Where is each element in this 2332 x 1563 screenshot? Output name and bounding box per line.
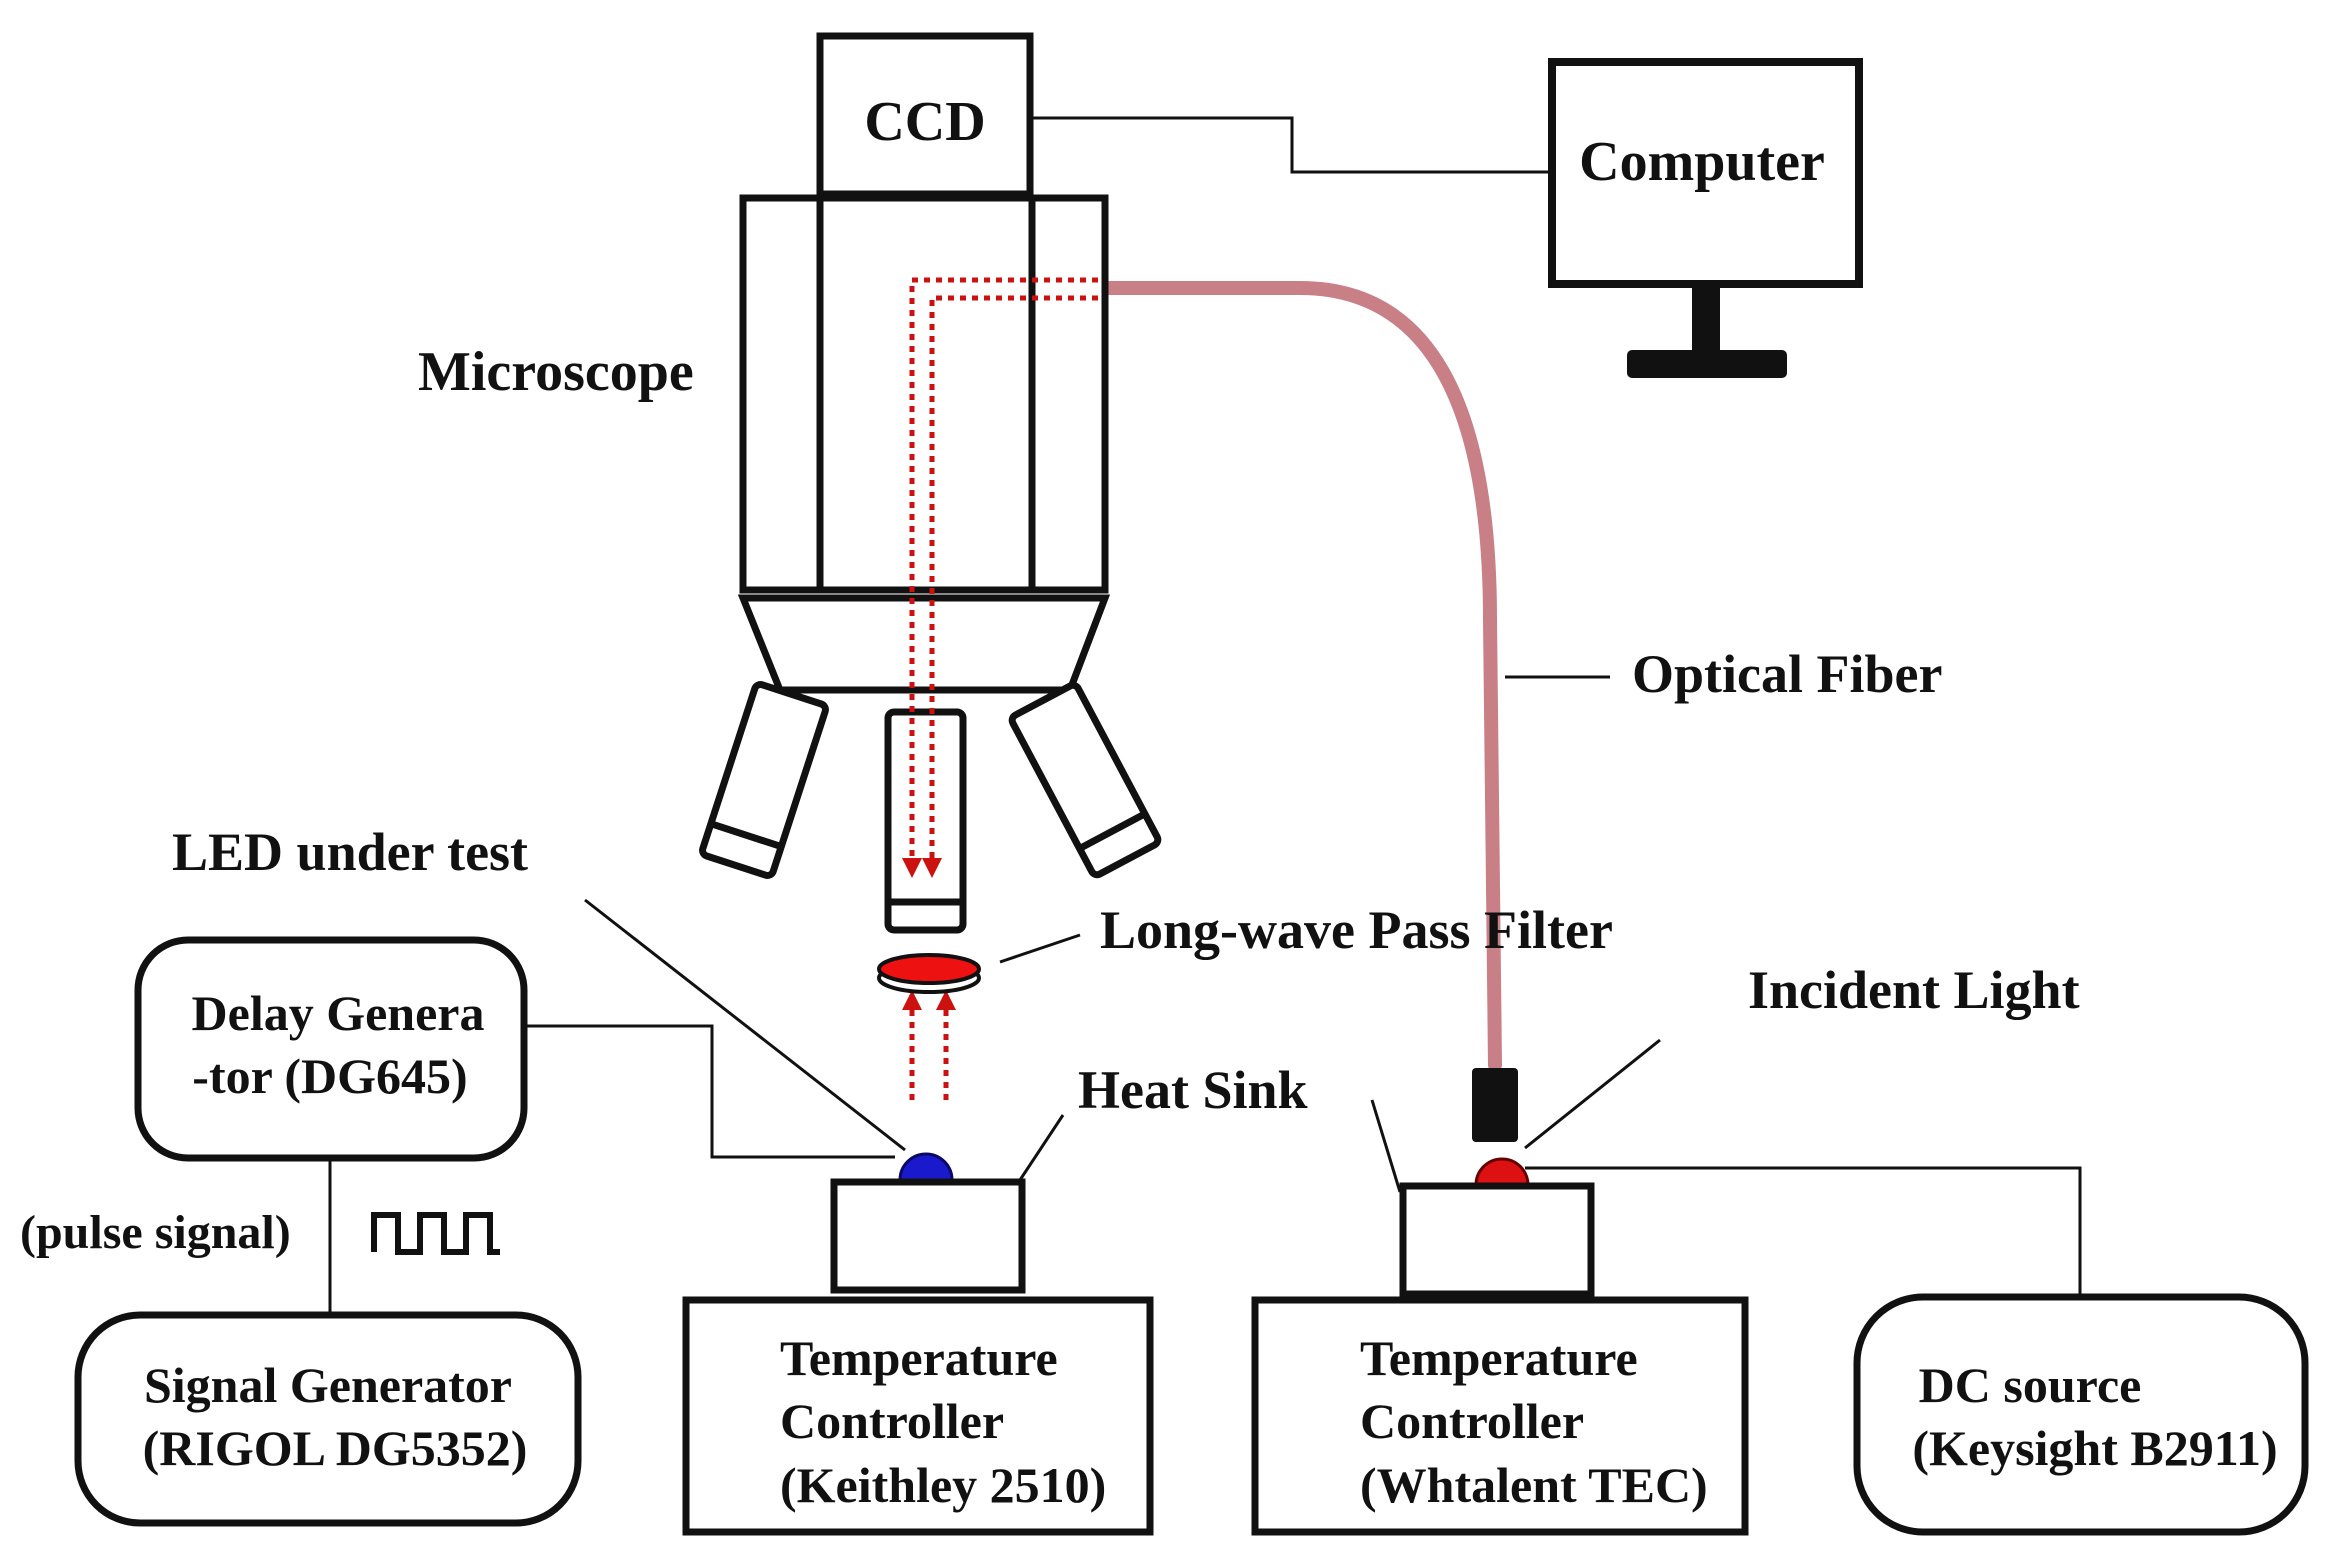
temp-controller-keithley-line2: Controller	[780, 1393, 1004, 1449]
signal-generator-line2: (RIGOL DG5352)	[143, 1420, 528, 1476]
incident-light-label: Incident Light	[1748, 960, 2080, 1020]
dc-source-box	[1853, 1293, 2309, 1536]
light-path	[909, 277, 1098, 1100]
beam-upper-outer	[909, 277, 1098, 860]
beam-arrows	[902, 858, 956, 1010]
microscope-label: Microscope	[418, 341, 694, 403]
filter-label: Long-wave Pass Filter	[1100, 900, 1613, 960]
pulse-signal-label: (pulse signal)	[20, 1206, 291, 1259]
objective-center	[884, 708, 967, 934]
temp-controller-whtalent-line3: (Whtalent TEC)	[1360, 1457, 1708, 1513]
wires	[328, 116, 2082, 1315]
wire-delay-led	[524, 1024, 895, 1159]
ccd-label: CCD	[864, 91, 985, 153]
temp-controller-keithley-line3: (Keithley 2510)	[780, 1457, 1106, 1513]
leader-incident-light	[1524, 1038, 1661, 1150]
led-under-test	[898, 1152, 954, 1182]
arrow-up-right-icon	[936, 990, 956, 1010]
temp-controller-whtalent-line1: Temperature	[1360, 1330, 1638, 1386]
microscope	[699, 194, 1162, 934]
heat-sink-label: Heat Sink	[1078, 1060, 1308, 1120]
filter-disc	[877, 953, 981, 994]
temp-controller-keithley-line1: Temperature	[780, 1330, 1058, 1386]
objective-left	[699, 681, 829, 879]
incident-led	[1474, 1157, 1530, 1187]
wire-incident-dc	[1525, 1166, 2082, 1297]
ccd-box	[816, 32, 1034, 198]
arrow-down-left-icon	[902, 858, 922, 878]
beam-upper-inner	[929, 295, 1098, 860]
optical-fiber-label: Optical Fiber	[1632, 644, 1942, 704]
heat-sink-left	[830, 1178, 1026, 1294]
signal-generator-box	[74, 1311, 582, 1527]
leader-led-under-test	[584, 898, 906, 1152]
arrow-down-right-icon	[922, 858, 942, 878]
leader-filter	[999, 933, 1081, 964]
dc-source-line2: (Keysight B2911)	[1912, 1420, 2277, 1476]
temp-controller-whtalent-box	[1251, 1296, 1749, 1536]
monitor-base	[1627, 350, 1787, 378]
delay-generator-line2: -tor (DG645)	[192, 1048, 467, 1104]
temp-controller-keithley-box	[682, 1296, 1154, 1536]
computer-label: Computer	[1579, 131, 1825, 193]
dc-source-line1: DC source	[1919, 1357, 2142, 1413]
fiber-connector	[1472, 1068, 1518, 1142]
objective-turret	[737, 594, 1111, 694]
wire-ccd-computer	[1030, 116, 1552, 174]
heat-sink-right	[1399, 1182, 1595, 1298]
leader-heat-sink-right	[1370, 1099, 1402, 1193]
delay-generator-box	[134, 936, 528, 1162]
pulse-wave-icon	[371, 1212, 500, 1255]
arrow-up-left-icon	[902, 990, 922, 1010]
led-under-test-label: LED under test	[172, 822, 528, 882]
signal-generator-line1: Signal Generator	[144, 1357, 512, 1413]
monitor-stand	[1692, 284, 1720, 352]
leader-heat-sink-left	[1018, 1114, 1065, 1181]
temp-controller-whtalent-line2: Controller	[1360, 1393, 1584, 1449]
computer: Computer	[1548, 58, 1863, 378]
microscope-body	[739, 194, 1109, 594]
objective-right	[1008, 681, 1162, 879]
delay-generator-line1: Delay Genera	[192, 985, 485, 1041]
optical-fiber	[1091, 281, 1502, 1072]
